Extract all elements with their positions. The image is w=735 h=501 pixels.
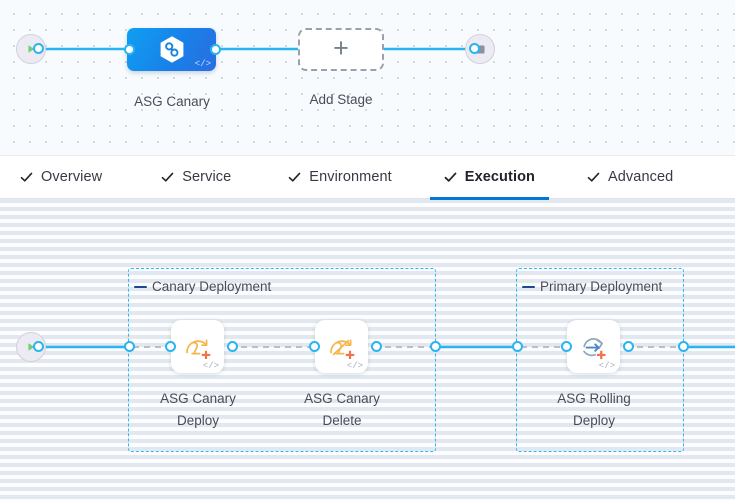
step-label-asg-rolling-deploy: ASG Rolling Deploy [534, 388, 654, 431]
add-stage-label: Add Stage [309, 92, 373, 107]
step-group-canary-deployment[interactable] [128, 268, 436, 452]
tab-service[interactable]: Service [157, 155, 235, 199]
tab-environment-label: Environment [309, 169, 392, 185]
asg-canary-delete-input-port[interactable] [309, 341, 320, 352]
plus-badge [595, 349, 607, 360]
play-icon [28, 343, 35, 351]
asg-canary-deploy-output-port[interactable] [227, 341, 238, 352]
step-label-line2: Deploy [176, 412, 220, 428]
step-label-line1: ASG Canary [160, 391, 236, 406]
primary-group-output-port[interactable] [678, 341, 689, 352]
step-node-asg-canary-delete[interactable]: </> [315, 320, 368, 373]
tab-execution-label: Execution [464, 169, 535, 185]
execution-start-port[interactable] [33, 341, 44, 352]
step-group-primary-deployment[interactable] [516, 268, 684, 452]
asg-canary-delete-output-port[interactable] [371, 341, 382, 352]
step-label-line1: ASG Canary [304, 391, 380, 406]
step-label-line1: ASG Rolling [557, 391, 631, 406]
asg-rolling-deploy-output-port[interactable] [623, 341, 634, 352]
stage-start-port[interactable] [33, 43, 44, 54]
step-code-badge: </> [598, 361, 615, 371]
primary-group-input-port[interactable] [512, 341, 523, 352]
stage-canvas[interactable]: </> ASG Canary + Add Stage [0, 0, 735, 155]
stage-node-input-port[interactable] [124, 44, 135, 55]
step-label-line2: Delete [322, 412, 362, 428]
group-label-text: Primary Deployment [540, 279, 663, 294]
asg-canary-deploy-icon [185, 339, 211, 360]
tab-environment[interactable]: Environment [284, 155, 396, 199]
step-code-badge: </> [346, 361, 363, 371]
step-code-badge: </> [202, 361, 219, 371]
asg-hexagon-icon [160, 35, 183, 63]
canary-group-input-port[interactable] [124, 341, 135, 352]
asg-canary-deploy-input-port[interactable] [165, 341, 176, 352]
stage-node-asg-canary[interactable]: </> [127, 28, 216, 71]
stage-node-label: ASG Canary [134, 94, 210, 109]
check-icon [444, 172, 457, 182]
group-label-text: Canary Deployment [152, 279, 272, 294]
tab-advanced[interactable]: Advanced [583, 155, 677, 199]
stage-code-badge: </> [194, 59, 211, 69]
check-icon [161, 172, 174, 182]
step-label-line2: Deploy [572, 412, 616, 428]
step-label-asg-canary-deploy: ASG Canary Deploy [138, 388, 258, 431]
asg-rolling-deploy-icon [582, 337, 607, 360]
tab-service-label: Service [182, 169, 232, 185]
asg-canary-delete-icon [329, 339, 355, 360]
execution-canvas[interactable]: Canary Deployment </> [0, 199, 735, 501]
tab-overview[interactable]: Overview [16, 155, 106, 199]
check-icon [288, 172, 301, 182]
step-label-asg-canary-delete: ASG Canary Delete [282, 388, 402, 431]
play-icon [28, 45, 35, 53]
tab-overview-label: Overview [41, 169, 103, 185]
canary-group-output-port[interactable] [430, 341, 441, 352]
group-label-primary-deployment[interactable]: Primary Deployment [522, 279, 662, 294]
step-node-asg-canary-deploy[interactable]: </> [171, 320, 224, 373]
stage-end-port[interactable] [469, 43, 480, 54]
step-node-asg-rolling-deploy[interactable]: </> [567, 320, 620, 373]
tab-advanced-label: Advanced [608, 169, 674, 185]
asg-rolling-deploy-input-port[interactable] [561, 341, 572, 352]
stage-node-output-port[interactable] [210, 44, 221, 55]
plus-icon: + [333, 32, 349, 63]
plus-badge [344, 349, 355, 360]
plus-badge [200, 349, 211, 360]
tab-execution[interactable]: Execution [429, 155, 550, 200]
check-icon [587, 172, 600, 182]
collapse-dash-icon[interactable] [134, 285, 147, 288]
add-stage-button[interactable]: + [298, 28, 384, 71]
collapse-dash-icon[interactable] [522, 285, 535, 288]
group-label-canary-deployment[interactable]: Canary Deployment [134, 279, 271, 294]
execution-connector-layer [38, 345, 735, 349]
check-icon [20, 172, 33, 182]
pipeline-tab-bar: Overview Service Environment Execution A [0, 155, 735, 200]
stage-connector-layer [38, 47, 474, 51]
